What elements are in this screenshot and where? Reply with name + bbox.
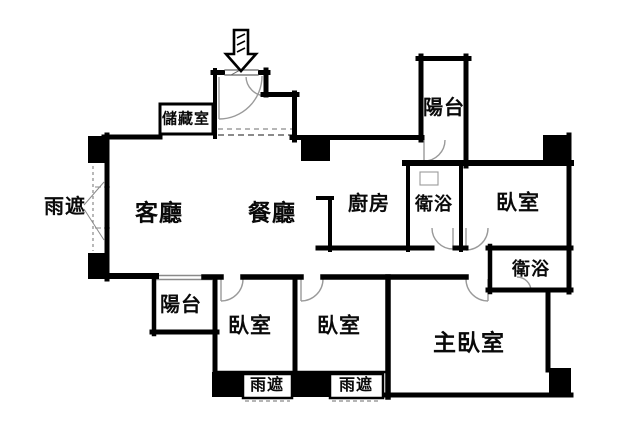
master-door-arc (465, 278, 489, 302)
bathroom-top-door-arc (431, 227, 454, 250)
room-label-storage: 儲藏室 (161, 110, 211, 128)
room-label-master-bedroom: 主臥室 (433, 329, 505, 356)
entrance-arrow-icon (223, 28, 259, 73)
columns (88, 135, 571, 397)
walls (101, 53, 574, 400)
balcony-top-door-arc (423, 139, 446, 162)
door-arcs (218, 75, 532, 302)
room-label-dining-room: 餐廳 (248, 199, 296, 226)
column (543, 135, 571, 163)
column (549, 368, 571, 397)
entrance-door-arc (218, 75, 263, 120)
rain-shield-box-1 (241, 372, 294, 400)
room-label-bedroom-top-right: 臥室 (496, 191, 540, 215)
room-label-rain-shield-left: 雨遮 (44, 196, 86, 218)
room-label-kitchen: 廚房 (348, 193, 390, 215)
bedroom-top-right-door-arc (465, 227, 489, 251)
room-label-bathroom-right: 衛浴 (512, 259, 550, 279)
rain-shield-box-2 (328, 372, 385, 400)
bedroom2-door-arc (300, 278, 324, 302)
room-label-rain-shield-1: 雨遮 (249, 377, 285, 394)
column (88, 136, 108, 163)
column (301, 138, 330, 161)
room-label-bedroom-1: 臥室 (228, 314, 272, 338)
storage-box (158, 102, 215, 136)
room-label-bathroom-top: 衛浴 (415, 194, 453, 214)
room-label-balcony-top: 陽台 (423, 97, 465, 119)
label-boxes (158, 102, 385, 400)
room-label-bedroom-2: 臥室 (317, 314, 361, 338)
window-markings (83, 128, 381, 402)
room-label-living-room: 客廳 (135, 199, 183, 226)
room-label-rain-shield-2: 雨遮 (338, 377, 374, 394)
room-label-balcony-bottom: 陽台 (160, 294, 202, 316)
rain-shield-band (292, 372, 330, 397)
rain-shield-band (212, 372, 243, 397)
bedroom1-door-arc (220, 278, 244, 302)
column (88, 253, 108, 279)
